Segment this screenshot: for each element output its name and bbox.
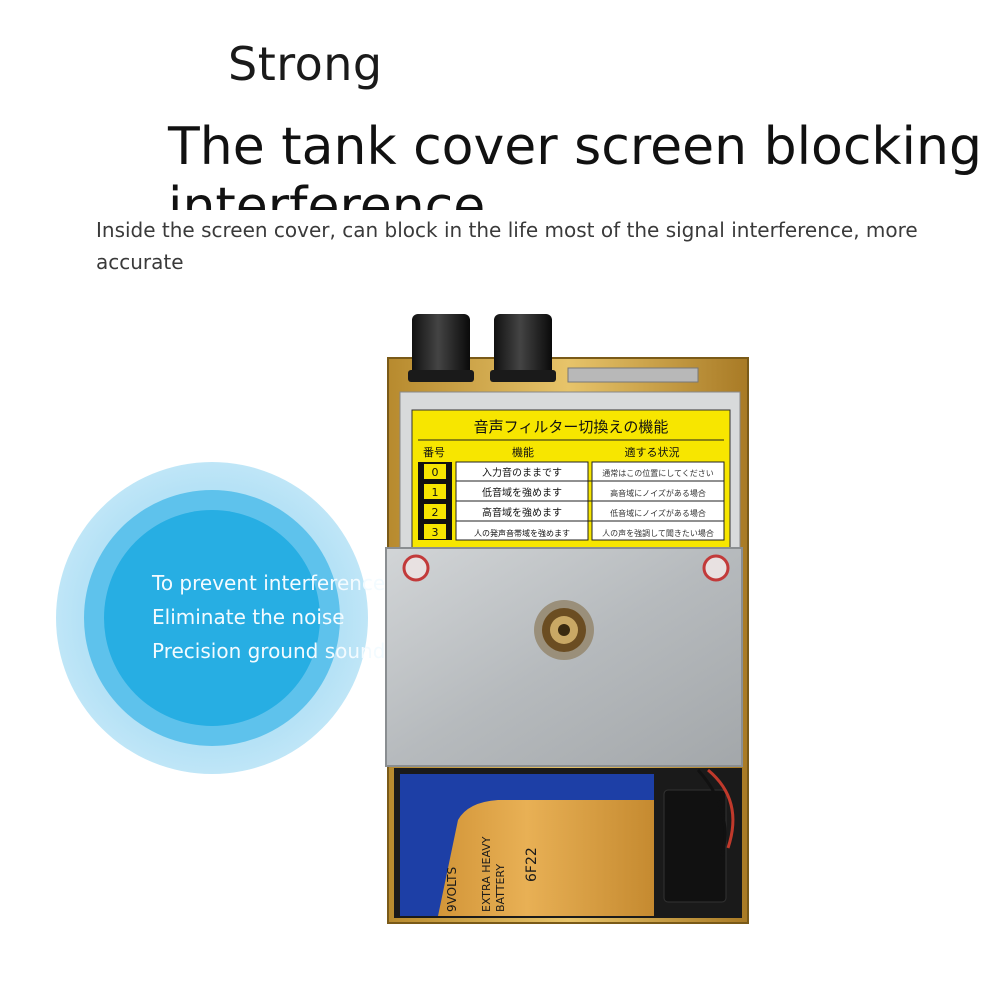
battery-text-9volts: 9VOLTS	[445, 867, 459, 912]
knob-right-icon	[490, 314, 556, 382]
filter-label: 音声フィルター切換えの機能 番号 機能 適する状況 0 入力音のままです 通常は…	[411, 409, 731, 549]
knob-left-icon	[408, 314, 474, 382]
feature-item-1: To prevent interference	[152, 571, 386, 595]
subtitle: Inside the screen cover, can block in th…	[96, 218, 918, 274]
label-row-3-func: 人の発声音帯域を強めます	[474, 528, 570, 538]
red-seal-left-icon	[402, 554, 430, 582]
red-seal-right-icon	[702, 554, 730, 582]
adjust-screw-icon	[534, 600, 594, 660]
label-header-func: 機能	[512, 445, 534, 459]
battery-clip	[663, 789, 727, 903]
heading-title: The tank cover screen blocking	[168, 117, 982, 177]
battery-text-6f22: 6F22	[524, 847, 540, 882]
label-row-3-num: 3	[432, 526, 439, 539]
label-row-2-func: 高音域を強めます	[482, 506, 562, 519]
label-row-1-num: 1	[432, 486, 439, 499]
label-row-2-num: 2	[432, 506, 439, 519]
battery-text-heavy: EXTRA HEAVY	[480, 836, 493, 912]
label-row-3-situation: 人の声を強調して聞きたい場合	[602, 528, 714, 538]
device-photo: 音声フィルター切換えの機能 番号 機能 適する状況 0 入力音のままです 通常は…	[385, 314, 749, 924]
heading-strong: Strong	[228, 37, 383, 91]
label-row-1-situation: 高音域にノイズがある場合	[610, 488, 706, 498]
battery-icon: 9VOLTS EXTRA HEAVY BATTERY 6F22	[400, 774, 654, 916]
decor-circle-inner	[104, 510, 320, 726]
battery-text-battery: BATTERY	[494, 864, 507, 912]
feature-item-3: Precision ground sound	[152, 639, 386, 663]
label-row-0-situation: 通常はこの位置にしてください	[602, 468, 714, 478]
label-row-1-func: 低音域を強めます	[482, 486, 562, 499]
label-title: 音声フィルター切換えの機能	[474, 418, 669, 436]
feature-list: To prevent interference Eliminate the no…	[152, 566, 385, 668]
label-row-2-situation: 低音域にノイズがある場合	[610, 508, 706, 518]
label-row-0-num: 0	[432, 466, 439, 479]
heading-title-cut: interference	[168, 177, 486, 210]
label-row-0-func: 入力音のままです	[482, 466, 562, 479]
label-header-situation: 適する状況	[625, 445, 680, 459]
feature-item-2: Eliminate the noise	[152, 605, 345, 629]
label-header-num: 番号	[423, 446, 445, 459]
